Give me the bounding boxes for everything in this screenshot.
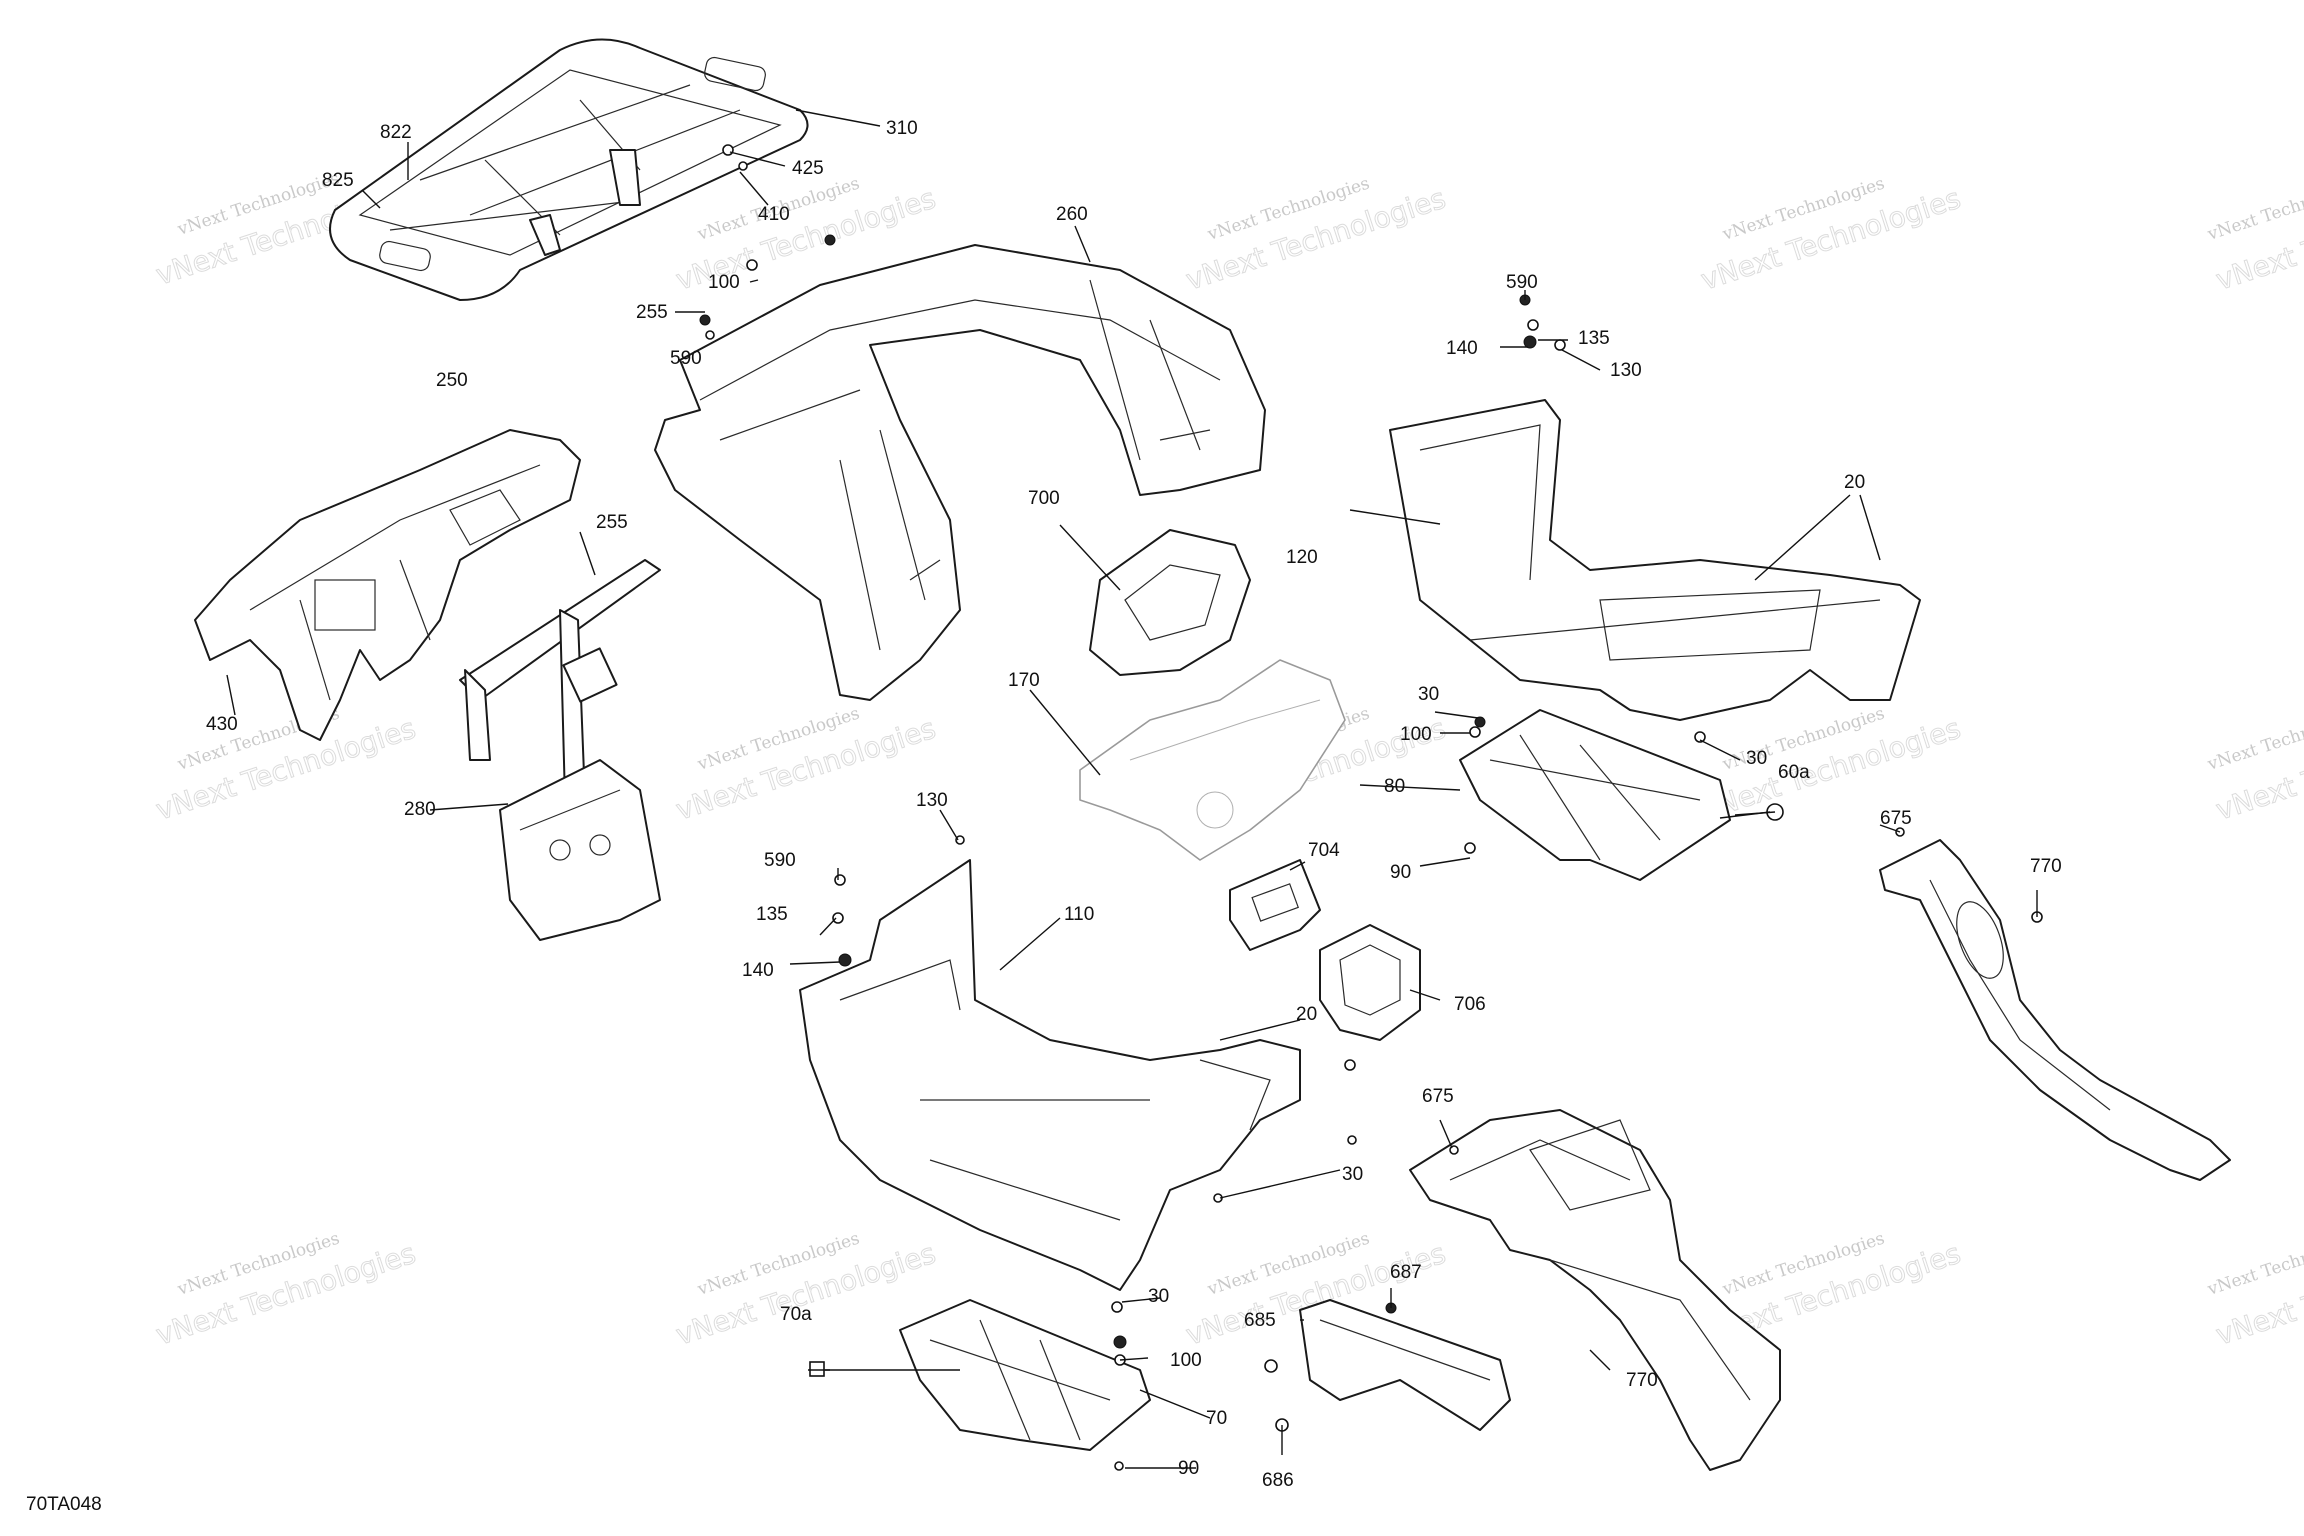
footrest-70-part bbox=[899, 1299, 1151, 1451]
callout-label: 687 bbox=[1390, 1262, 1422, 1283]
callout-label: 686 bbox=[1262, 1470, 1294, 1491]
callout-label: 130 bbox=[1610, 360, 1642, 381]
watermark-text: vNext Technologies bbox=[2204, 1229, 2304, 1301]
callout-label: 675 bbox=[1880, 808, 1912, 829]
callout-label: 770 bbox=[2030, 856, 2062, 877]
display-706-part bbox=[1319, 924, 1421, 1041]
callout-label: 706 bbox=[1454, 994, 1486, 1015]
right-footwell-part bbox=[1389, 399, 1921, 721]
callout-label: 100 bbox=[1170, 1350, 1202, 1371]
left-footwell-part bbox=[799, 859, 1301, 1291]
callout-label: 30 bbox=[1342, 1164, 1363, 1185]
callout-label: 110 bbox=[1064, 904, 1094, 925]
watermark-text: vNext Technologies bbox=[2204, 704, 2304, 776]
callout-label: 250 bbox=[436, 370, 468, 391]
callout-label: 60a bbox=[1778, 762, 1810, 783]
callout-label: 255 bbox=[636, 302, 668, 323]
callout-label: 425 bbox=[792, 158, 824, 179]
callout-label: 30 bbox=[1148, 1286, 1169, 1307]
callout-label: 170 bbox=[1008, 670, 1040, 691]
callout-label: 70 bbox=[1206, 1408, 1227, 1429]
callout-label: 825 bbox=[322, 170, 354, 191]
watermark-text: vNext Technologies bbox=[2204, 174, 2304, 246]
callout-label: 590 bbox=[764, 850, 796, 871]
callout-label: 410 bbox=[758, 204, 790, 225]
callout-label: 255 bbox=[596, 512, 628, 533]
callout-label: 30 bbox=[1746, 748, 1767, 769]
callout-label: 80 bbox=[1384, 776, 1405, 797]
rear-rack-part bbox=[329, 38, 809, 301]
callout-label: 130 bbox=[916, 790, 948, 811]
front-bracket-part bbox=[459, 559, 661, 941]
callout-label: 590 bbox=[1506, 272, 1538, 293]
callout-label: 70a bbox=[780, 1304, 812, 1325]
console-700-part bbox=[1089, 529, 1251, 676]
callout-label: 590 bbox=[670, 348, 702, 369]
callout-label: 260 bbox=[1056, 204, 1088, 225]
panel-685-part bbox=[1299, 1299, 1511, 1431]
diagram-code: 70TA048 bbox=[26, 1494, 102, 1515]
callout-label: 675 bbox=[1422, 1086, 1454, 1107]
callout-label: 430 bbox=[206, 714, 238, 735]
bracket-704-part bbox=[1229, 859, 1321, 951]
callout-label: 100 bbox=[1400, 724, 1432, 745]
callout-label: 310 bbox=[886, 118, 918, 139]
callout-label: 770 bbox=[1626, 1370, 1658, 1391]
callout-label: 20 bbox=[1296, 1004, 1317, 1025]
callout-label: 685 bbox=[1244, 1310, 1276, 1331]
callout-label: 140 bbox=[1446, 338, 1478, 359]
callout-label: 20 bbox=[1844, 472, 1865, 493]
right-side-panel-upper-part bbox=[1879, 839, 2231, 1181]
callout-label: 135 bbox=[756, 904, 788, 925]
left-fender-part bbox=[194, 429, 581, 741]
callout-label: 30 bbox=[1418, 684, 1439, 705]
callout-label: 280 bbox=[404, 799, 436, 820]
footrest-80-part bbox=[1459, 709, 1731, 881]
callout-labels: 310 822 425 825 410 260 100 255 590 590 … bbox=[206, 118, 2062, 1491]
front-fender-part bbox=[654, 244, 1266, 701]
callout-label: 90 bbox=[1390, 862, 1411, 883]
callout-label: 90 bbox=[1178, 1458, 1199, 1479]
callout-label: 822 bbox=[380, 122, 412, 143]
right-side-panel-lower-part bbox=[1409, 1109, 1781, 1471]
callout-label: 704 bbox=[1308, 840, 1340, 861]
callout-label: 140 bbox=[742, 960, 774, 981]
callout-label: 135 bbox=[1578, 328, 1610, 349]
leader-lines bbox=[226, 109, 2038, 1469]
callout-label: 700 bbox=[1028, 488, 1060, 509]
callout-label: 100 bbox=[708, 272, 740, 293]
console-170-part bbox=[1079, 659, 1346, 861]
callout-label: 120 bbox=[1286, 547, 1318, 568]
